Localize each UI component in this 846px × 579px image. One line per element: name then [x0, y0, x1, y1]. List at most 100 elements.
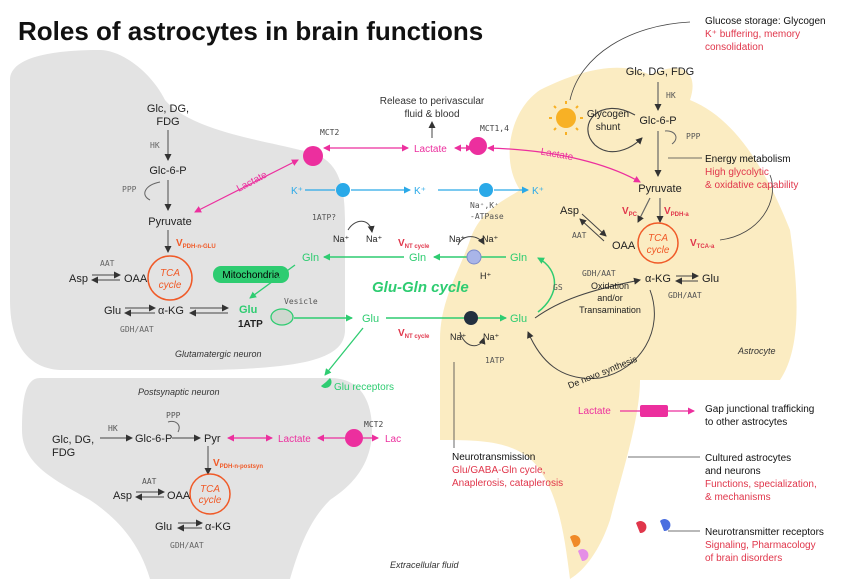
na-2: Na⁺: [366, 234, 383, 244]
receptor-icon-orange: [570, 535, 581, 548]
glycogen-2: shunt: [596, 122, 621, 133]
neuron-fdg: FDG: [156, 116, 179, 128]
gap-junction-icon: [640, 405, 668, 417]
vesicle: [270, 308, 294, 326]
snat-transporter: [466, 249, 482, 265]
gap-lactate: Lactate: [578, 406, 611, 417]
post-tca1: TCA: [200, 484, 220, 495]
astro-pyruvate: Pyruvate: [638, 183, 681, 195]
lactate-astro-arrow: [487, 144, 641, 183]
glutamatergic-neuron-shape: [10, 50, 345, 370]
astro-gs-arrow: [537, 257, 556, 313]
astro-pc-arrow: [637, 197, 651, 223]
neuron-lactate-arrow: [194, 159, 299, 213]
neuron-vesicle-glu: Glu: [239, 304, 257, 316]
astro-ppp-arc: [664, 130, 677, 145]
mct14-transporter: [469, 137, 487, 155]
de-novo-arc: [527, 289, 655, 379]
neuron-tca-cycle: [147, 255, 193, 301]
atpase-line2: -ATPase: [470, 212, 504, 221]
astro-akg: α-KG: [645, 273, 671, 285]
k-ecf: K⁺: [414, 186, 426, 197]
post-label: Postsynaptic neuron: [138, 387, 220, 397]
astro-gln: Gln: [510, 252, 527, 264]
neuro-red2: Anaplerosis, cataplerosis: [452, 478, 563, 489]
post-asp: Asp: [113, 490, 132, 502]
glu-gln-cycle: Glu-Gln cycle: [372, 279, 469, 296]
oxid-1: Oxidation: [591, 281, 629, 291]
receptor-icon-blue: [660, 519, 671, 532]
neuron-tca1: TCA: [160, 268, 180, 279]
glu-receptors: Glu receptors: [334, 382, 394, 393]
glu-receptor-icon: [321, 378, 332, 389]
neuron-atp: 1ATP: [238, 319, 263, 330]
astro-vpc: VPC: [622, 206, 638, 218]
k-neuron: K⁺: [291, 186, 303, 197]
neuron-pyruvate: Pyruvate: [148, 216, 191, 228]
neuron-ppp-arc: [144, 181, 161, 201]
vesicle-label: Vesicle: [284, 297, 318, 306]
na-6: Na⁺: [483, 332, 500, 342]
post-glu: Glu: [155, 521, 172, 533]
na-arc-2: [457, 236, 485, 246]
receptor-icon-red: [636, 521, 647, 534]
post-ppp-arc: [167, 421, 180, 433]
atpase-line1: Na⁺,K⁺: [470, 201, 499, 210]
na-5: Na⁺: [450, 332, 467, 342]
release-line2: fluid & blood: [404, 109, 459, 120]
lactate-mid: Lactate: [414, 144, 447, 155]
post-gdh: GDH/AAT: [170, 541, 204, 550]
post-tca-cycle: [189, 473, 231, 515]
astro-ppp: PPP: [686, 132, 701, 141]
glucose-storage-pointer: [569, 21, 691, 101]
astro-gs: GS: [553, 283, 563, 292]
release-line1: Release to perivascular: [380, 96, 485, 107]
vnt-1: VNT cycle: [398, 238, 430, 250]
post-pyr: Pyr: [204, 433, 221, 445]
astro-oxidation-arc: [534, 277, 641, 319]
neuron-akg: α-KG: [158, 305, 184, 317]
neuron-aat: AAT: [100, 259, 115, 268]
post-g6p: Glc-6-P: [135, 433, 172, 445]
astro-g6p: Glc-6-P: [639, 115, 676, 127]
astro-glu: Glu: [510, 313, 527, 325]
extracellular-label: Extracellular fluid: [390, 560, 460, 570]
post-akg: α-KG: [205, 521, 231, 533]
astro-asp-oaa-rev: [579, 218, 605, 242]
astro-vtca: VTCA-a: [690, 238, 715, 250]
cult-red1: Functions, specialization,: [705, 479, 817, 490]
astro-gdh: GDH/AAT: [582, 269, 616, 278]
neuron-tca2: cycle: [159, 280, 182, 291]
vnt-2: VNT cycle: [398, 328, 430, 340]
neuron-asp: Asp: [69, 273, 88, 285]
neuron-g6p: Glc-6-P: [149, 165, 186, 177]
astro-hk: HK: [666, 91, 676, 100]
rec-red2: of brain disorders: [705, 553, 782, 564]
na-1: Na⁺: [333, 234, 350, 244]
post-fdg: FDG: [52, 447, 75, 459]
post-glc: Glc, DG,: [52, 434, 94, 446]
atp-2: 1ATP: [485, 356, 504, 365]
glucose-red2: consolidation: [705, 42, 763, 53]
energy-red1: High glycolytic: [705, 167, 769, 178]
k-astro: K⁺: [532, 186, 544, 197]
mct2-transporter: [303, 146, 323, 166]
na-3: Na⁺: [449, 234, 466, 244]
na-4: Na⁺: [482, 234, 499, 244]
post-oaa: OAA: [167, 490, 191, 502]
post-mct2: MCT2: [364, 420, 383, 429]
astro-tca-cycle: [637, 222, 679, 264]
glycogen-sun-icon: [549, 101, 583, 135]
mct14-label: MCT1,4: [480, 124, 509, 133]
astro-oaa: OAA: [612, 240, 636, 252]
oxid-2: and/or: [597, 293, 623, 303]
astro-gdh2: GDH/AAT: [668, 291, 702, 300]
neuron-gln-glu-arrow: [249, 264, 296, 299]
energy-red2: & oxidative capability: [705, 180, 798, 191]
neuron-hk: HK: [150, 141, 160, 150]
rec-red1: Signaling, Pharmacology: [705, 540, 816, 551]
h-ion: H⁺: [480, 271, 491, 281]
gap-2: to other astrocytes: [705, 417, 787, 428]
